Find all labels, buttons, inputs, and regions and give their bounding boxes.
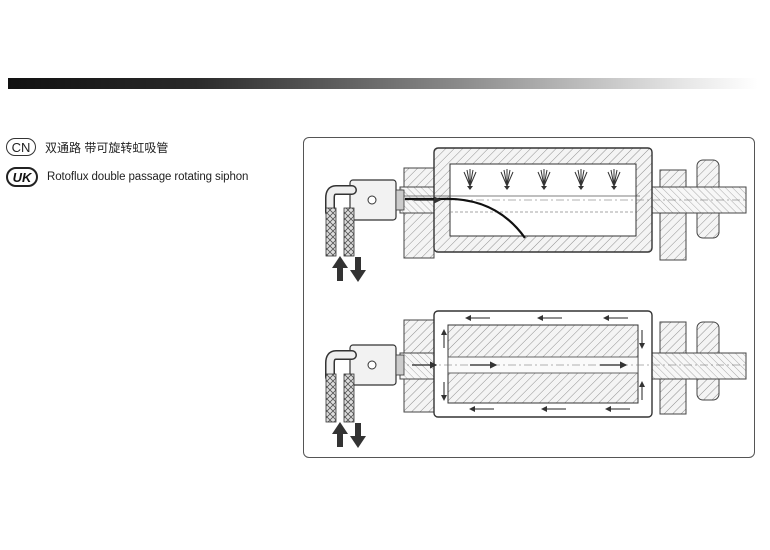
top-joint-coupling xyxy=(395,189,405,211)
bottom-panel xyxy=(325,310,747,448)
header-gradient-bar xyxy=(8,78,758,89)
bottom-hose-return xyxy=(343,373,355,423)
spray-nozzle-icon xyxy=(607,169,621,190)
arrow-down-icon xyxy=(350,257,366,282)
arrow-down-icon xyxy=(350,423,366,448)
language-badge-uk: UK xyxy=(6,167,38,187)
spray-nozzle-icon xyxy=(574,169,588,190)
spray-nozzle-icon xyxy=(500,169,514,190)
arrow-up-icon xyxy=(332,422,348,447)
top-siphon-pipe xyxy=(405,197,526,239)
top-joint-bolt xyxy=(367,195,377,205)
top-hose-supply xyxy=(325,207,337,257)
language-badge-cn: CN xyxy=(6,138,36,156)
language-text-uk: Rotoflux double passage rotating siphon xyxy=(47,171,249,183)
bottom-joint-bolt xyxy=(367,360,377,370)
top-panel xyxy=(325,147,747,282)
spray-nozzle-icon xyxy=(463,169,477,190)
language-row-uk: UK Rotoflux double passage rotating siph… xyxy=(6,166,248,188)
spray-nozzle-icon xyxy=(537,169,551,190)
bottom-hose-supply xyxy=(325,373,337,423)
bottom-joint-coupling xyxy=(395,354,405,376)
language-text-cn: 双通路 带可旋转虹吸管 xyxy=(45,140,169,155)
spray-nozzle-group xyxy=(463,169,621,190)
top-hose-return xyxy=(343,207,355,257)
top-right-bearing xyxy=(659,169,687,261)
language-row-cn: CN 双通路 带可旋转虹吸管 xyxy=(6,136,168,158)
arrow-up-icon xyxy=(332,256,348,281)
